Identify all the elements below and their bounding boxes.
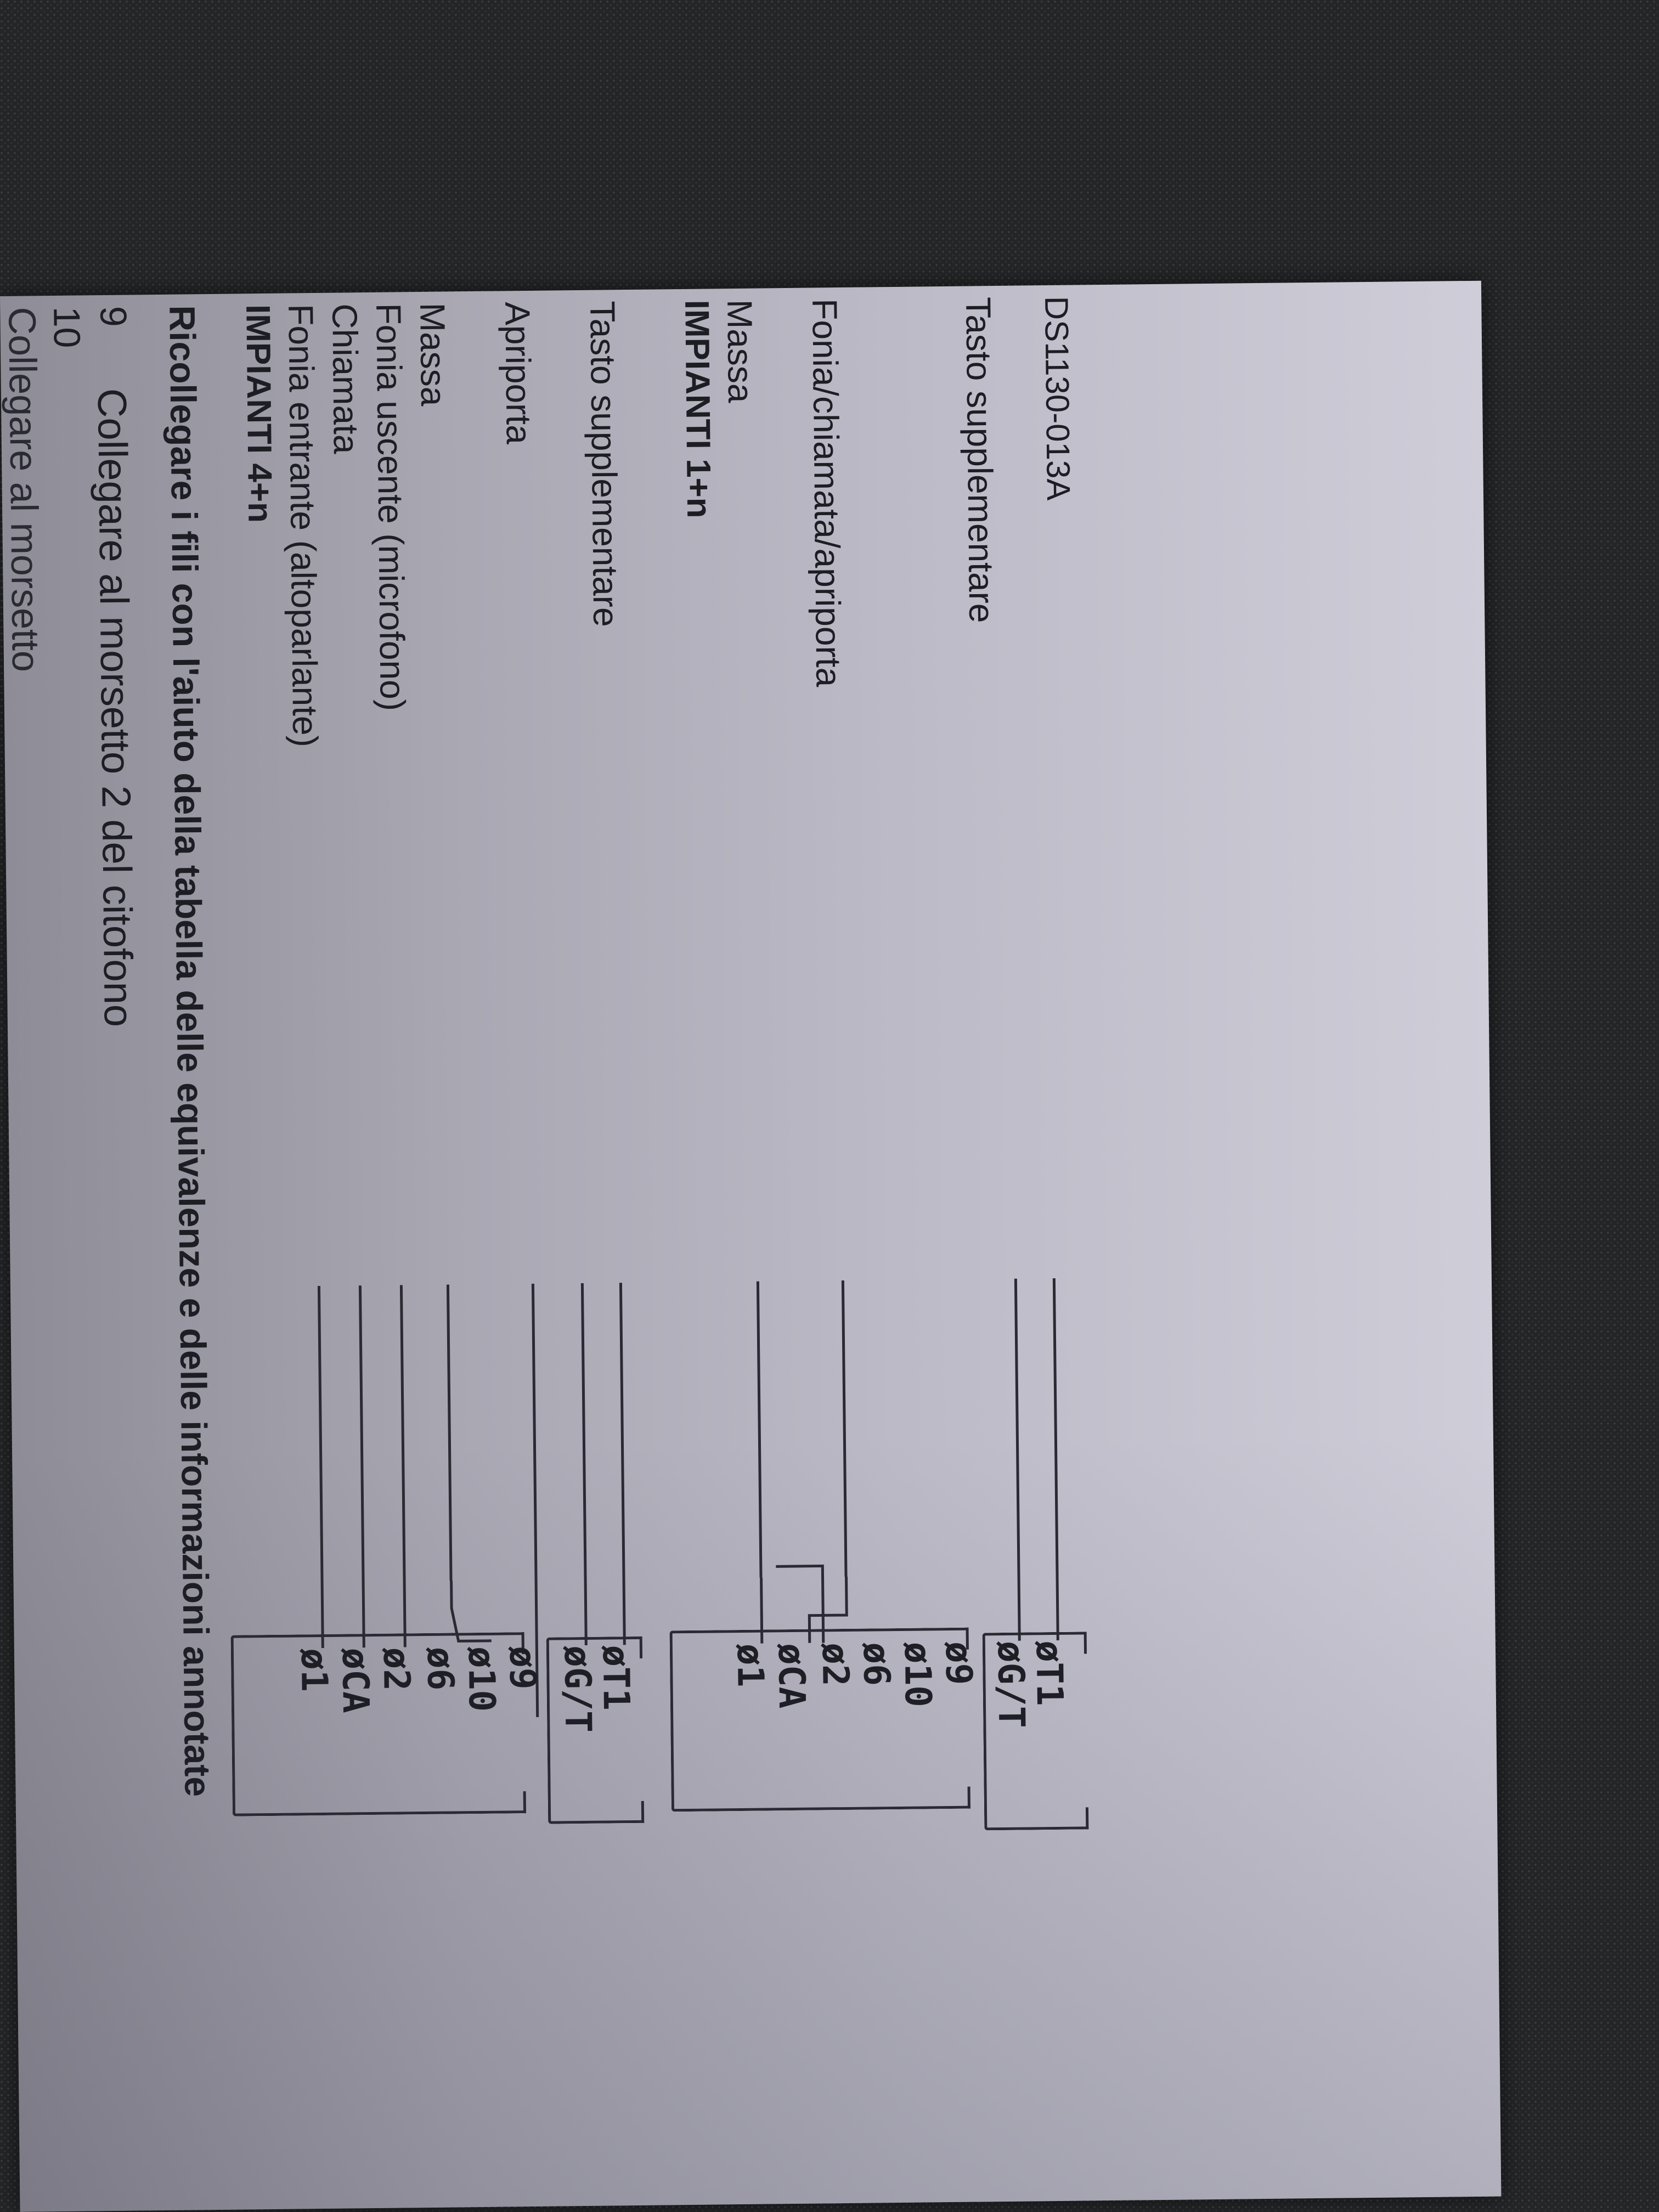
header-line-cut: Collegare al morsetto	[1, 307, 48, 673]
terminal-4n-9-label: 9	[501, 1667, 544, 1690]
terminal-4n-ca-symbol: ø	[334, 1647, 377, 1670]
instruction-text: Ricollegare i fili con l'aiuto della tab…	[162, 305, 218, 1797]
wire-chiamata	[358, 1285, 365, 1648]
terminal-4n-ca: øCA	[334, 1647, 377, 1713]
terminal-1n-9-symbol: ø	[937, 1641, 980, 1663]
terminal-4n-2: ø2	[375, 1647, 418, 1691]
label-fonia-chiamata-apriporta: Fonia/chiamata/apriporta	[805, 298, 849, 687]
terminal-1n-10-label: 10	[896, 1663, 940, 1708]
terminal-1n-6-symbol: ø	[855, 1642, 898, 1664]
wire-tasto-supplementare-1n-b	[1052, 1278, 1059, 1640]
terminal-4n-6-label: 6	[419, 1668, 462, 1691]
wire-fonia-uscente	[399, 1285, 407, 1647]
label-fonia-entrante: Fonia entrante (altoparlante)	[281, 303, 325, 748]
terminal-1n-t1: øT1	[1028, 1640, 1071, 1706]
label-tasto-supplementare-4n: Tasto supplementare	[583, 301, 626, 627]
terminal-1n-1-label: 1	[729, 1665, 772, 1688]
terminal-1n-10: ø10	[896, 1641, 939, 1707]
wire-tasto-supplementare-1n-a	[1014, 1278, 1021, 1641]
terminal-1n-gt: øG/T	[990, 1640, 1033, 1728]
terminal-4n-6: ø6	[419, 1646, 462, 1690]
wire-fonia-chiamata-apriporta	[841, 1280, 848, 1577]
terminal-1n-6-label: 6	[855, 1663, 898, 1686]
terminal-4n-10-label: 10	[460, 1668, 504, 1712]
header-line-10-number: 10	[46, 306, 88, 348]
terminal-1n-t1-label: T1	[1028, 1662, 1071, 1706]
terminal-1n-2-label: 2	[814, 1664, 857, 1687]
terminal-4n-gt-symbol: ø	[556, 1645, 599, 1668]
terminal-4n-1-label: 1	[293, 1669, 336, 1692]
terminal-4n-10-symbol: ø	[460, 1646, 503, 1669]
wire-fonia-entrante	[317, 1285, 324, 1649]
terminal-4n-2-symbol: ø	[375, 1647, 418, 1669]
terminal-4n-t1: øT1	[595, 1645, 637, 1711]
wire-tasto-supplementare-4n-a	[580, 1283, 588, 1645]
label-apriporta: Apriporta	[498, 301, 539, 445]
terminal-4n-1: ø1	[293, 1648, 336, 1692]
terminal-1n-10-symbol: ø	[896, 1641, 939, 1664]
terminal-1n-1: ø1	[729, 1643, 772, 1687]
label-massa-4n: Massa	[413, 302, 454, 407]
terminal-4n-ca-label: CA	[334, 1669, 377, 1713]
terminal-1n-2: ø2	[814, 1643, 857, 1686]
label-chiamata: Chiamata	[325, 303, 366, 454]
terminal-1n-9-label: 9	[938, 1663, 980, 1685]
terminal-1n-ca-symbol: ø	[770, 1643, 813, 1666]
terminal-4n-6-symbol: ø	[419, 1646, 462, 1669]
wire-massa-1n	[756, 1281, 763, 1578]
terminal-1n-ca: øCA	[770, 1643, 813, 1709]
terminal-1n-gt-symbol: ø	[989, 1640, 1032, 1663]
label-massa-1n: Massa	[720, 299, 761, 403]
terminal-1n-ca-label: CA	[770, 1664, 814, 1709]
document-code: DS1130-013A	[1038, 296, 1077, 501]
wire-massa-4n	[446, 1284, 453, 1581]
terminal-4n-9-symbol: ø	[501, 1645, 544, 1668]
header-line-9-number: 9	[92, 306, 134, 328]
terminal-1n-2-symbol: ø	[814, 1642, 857, 1665]
section-4n-title: IMPIANTI 4+n	[239, 304, 279, 523]
terminal-4n-t1-symbol: ø	[594, 1644, 637, 1667]
terminal-1n-9: ø9	[938, 1641, 980, 1685]
header-line-9-text: Collegare al morsetto 2 del citofono	[89, 388, 142, 1028]
wire-tasto-supplementare-4n-b	[619, 1283, 626, 1645]
terminal-4n-9: ø9	[501, 1646, 544, 1690]
terminal-4n-2-label: 2	[375, 1668, 418, 1691]
terminal-4n-gt-label: G/T	[556, 1667, 600, 1733]
terminal-4n-1-symbol: ø	[292, 1647, 336, 1671]
terminal-1n-t1-symbol: ø	[1028, 1640, 1071, 1663]
terminal-1n-6: ø6	[855, 1642, 898, 1686]
terminal-4n-t1-label: T1	[595, 1666, 638, 1711]
section-1n-title: IMPIANTI 1+n	[678, 300, 718, 518]
terminal-1n-gt-label: G/T	[990, 1662, 1033, 1729]
label-fonia-uscente: Fonia uscente (microfono)	[369, 303, 413, 712]
instruction-sheet: Collegare al morsetto 10 9 Collegare al …	[0, 280, 1502, 2212]
label-tasto-supplementare-1n: Tasto supplementare	[958, 296, 1002, 623]
terminal-4n-gt: øG/T	[556, 1645, 600, 1733]
terminal-1n-1-symbol: ø	[729, 1643, 772, 1666]
sheet-content: Collegare al morsetto 10 9 Collegare al …	[0, 281, 1501, 2212]
terminal-4n-10: ø10	[460, 1646, 503, 1712]
